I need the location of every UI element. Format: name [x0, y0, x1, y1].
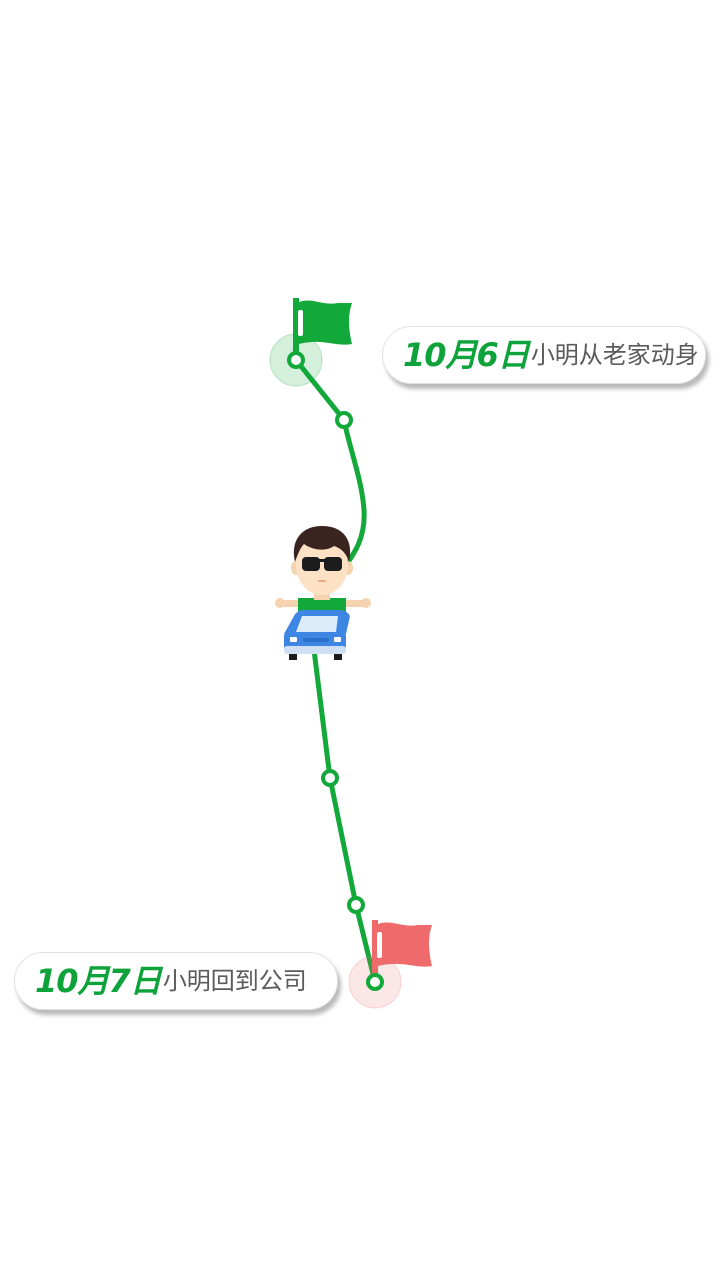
end-marker — [348, 920, 432, 1009]
end-date: 10月7日 — [35, 962, 162, 1000]
waypoint — [335, 411, 353, 429]
end-event-label: 10月7日 小明回到公司 — [14, 952, 338, 1010]
start-event-text: 小明从老家动身 — [530, 341, 699, 369]
red-flag-icon — [372, 920, 432, 982]
waypoint — [321, 769, 339, 787]
end-event-text: 小明回到公司 — [162, 967, 307, 995]
start-marker — [269, 298, 352, 387]
person-driving-car-icon — [275, 526, 371, 660]
route-line-lower — [311, 647, 378, 985]
start-date: 10月6日 — [403, 336, 530, 374]
start-event-label: 10月6日 小明从老家动身 — [382, 326, 706, 384]
green-flag-icon — [293, 298, 352, 360]
waypoint — [347, 896, 365, 914]
